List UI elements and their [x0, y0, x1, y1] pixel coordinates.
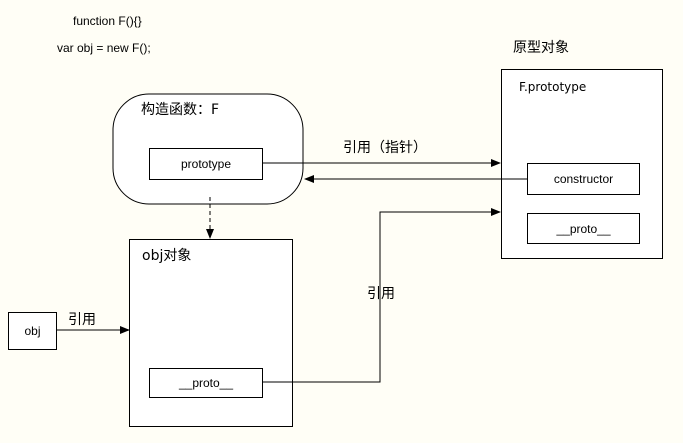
edge-label-prototype-ref: 引用（指针）: [343, 140, 427, 156]
variable-node: obj: [8, 312, 57, 350]
edge-label-var-ref: 引用: [68, 312, 96, 328]
prototype-heading: 原型对象: [513, 40, 569, 56]
code-line-1: function F(){}: [73, 14, 142, 28]
instance-title: obj对象: [142, 248, 192, 264]
instance-object-shape: [129, 239, 293, 427]
constructor-field: constructor: [527, 163, 640, 195]
code-line-2: var obj = new F();: [57, 41, 151, 55]
prototype-proto-field: __proto__: [527, 213, 640, 244]
instance-proto-field: __proto__: [149, 368, 263, 398]
prototype-object-title: F.prototype: [519, 80, 587, 94]
edge-proto-to-prototype-object: [263, 208, 501, 383]
prototype-field: prototype: [149, 148, 263, 180]
edge-label-proto-ref: 引用: [367, 286, 395, 302]
constructor-title: 构造函数：F: [141, 102, 220, 118]
